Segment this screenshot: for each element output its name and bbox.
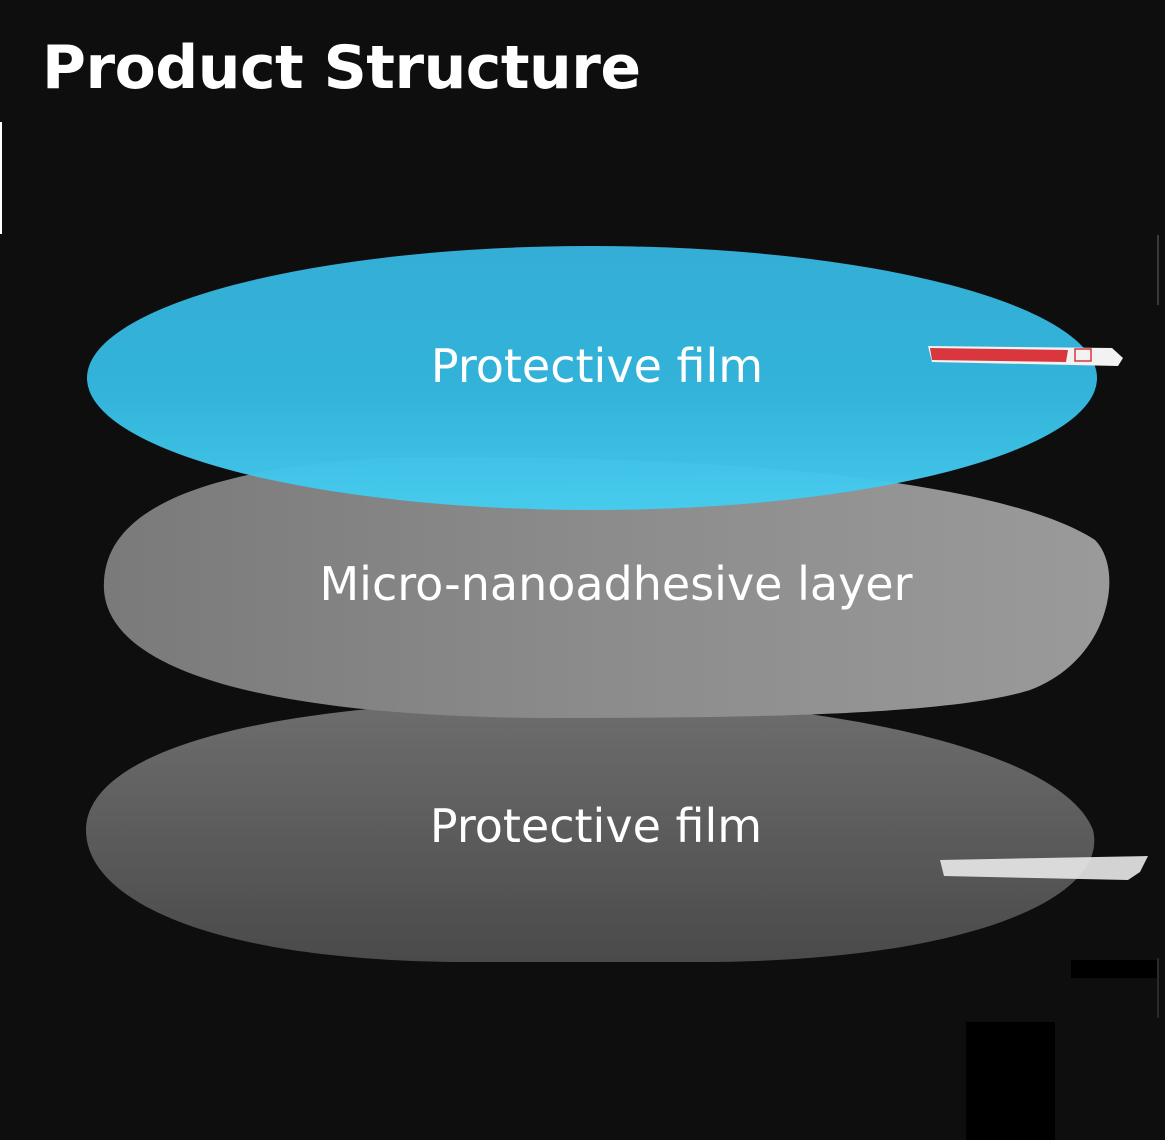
layer-middle-adhesive: Micro-nanoadhesive layer bbox=[103, 457, 1110, 718]
top-film-tab bbox=[928, 346, 1123, 366]
layer-bottom-protective-film: Protective film bbox=[86, 699, 1148, 962]
layer-label-bottom: Protective film bbox=[430, 799, 762, 853]
layer-label-top: Protective film bbox=[431, 339, 763, 393]
right-edge-mark-2 bbox=[1157, 958, 1159, 1018]
black-bar-horizontal bbox=[1071, 960, 1157, 978]
top-film-shape bbox=[87, 246, 1097, 510]
layer-label-middle: Micro-nanoadhesive layer bbox=[319, 557, 912, 611]
right-edge-mark-1 bbox=[1157, 235, 1159, 305]
bottom-film-shape bbox=[86, 699, 1095, 962]
bottom-film-tab bbox=[940, 856, 1148, 880]
layer-top-protective-film: Protective film bbox=[87, 246, 1123, 510]
black-block-bottom bbox=[966, 1022, 1055, 1140]
page-title: Product Structure bbox=[42, 33, 641, 103]
adhesive-layer-shape bbox=[103, 457, 1110, 718]
left-edge-mark bbox=[0, 122, 2, 234]
